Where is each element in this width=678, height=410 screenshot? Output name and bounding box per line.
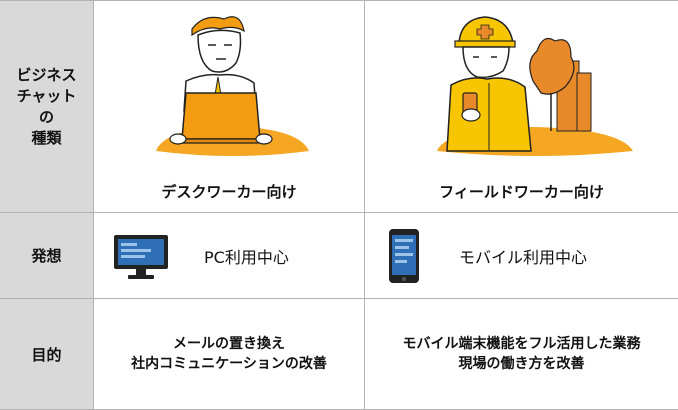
- head: [197, 29, 242, 73]
- field-purpose-line: モバイル端末機能をフル活用した業務: [402, 336, 641, 352]
- monitor-icon: [114, 235, 168, 279]
- field-worker-cell: フィールドワーカー向け: [365, 1, 678, 213]
- field-worker-caption: フィールドワーカー向け: [439, 183, 604, 201]
- desk-idea-text: PC利用中心: [204, 247, 289, 267]
- laptop-icon: [181, 92, 261, 140]
- purpose-header-label: 目的: [31, 345, 62, 364]
- desk-purpose-line: メールの置き換え: [172, 336, 285, 352]
- category-line: チャット: [16, 86, 77, 105]
- field-purpose-line: 現場の働き方を改善: [458, 356, 585, 372]
- desk-idea-cell: PC利用中心: [94, 213, 365, 299]
- field-worker-illustration: [437, 16, 633, 156]
- category-header-cell: ビジネス チャット の 種類: [0, 1, 94, 213]
- category-line: の: [38, 107, 54, 126]
- hair: [191, 16, 245, 37]
- desk-purpose-line: 社内コミュニケーションの改善: [131, 356, 327, 372]
- desk-worker-caption: デスクワーカー向け: [161, 183, 297, 201]
- desk-purpose-cell: メールの置き換え 社内コミュニケーションの改善: [94, 299, 365, 410]
- field-purpose-cell: モバイル端末機能をフル活用した業務 現場の働き方を改善: [365, 299, 678, 410]
- idea-header-cell: 発想: [0, 213, 94, 299]
- field-idea-text: モバイル利用中心: [459, 247, 588, 267]
- desk-worker-cell: デスクワーカー向け: [94, 1, 365, 213]
- purpose-header-cell: 目的: [0, 299, 94, 410]
- field-idea-cell: モバイル利用中心: [365, 213, 678, 299]
- category-line: 種類: [31, 128, 62, 147]
- idea-header-label: 発想: [31, 247, 62, 265]
- desk-worker-illustration: [156, 16, 309, 156]
- tree-icon: [529, 38, 575, 95]
- mobile-phone-icon: [389, 229, 419, 283]
- category-line: ビジネス: [16, 65, 77, 84]
